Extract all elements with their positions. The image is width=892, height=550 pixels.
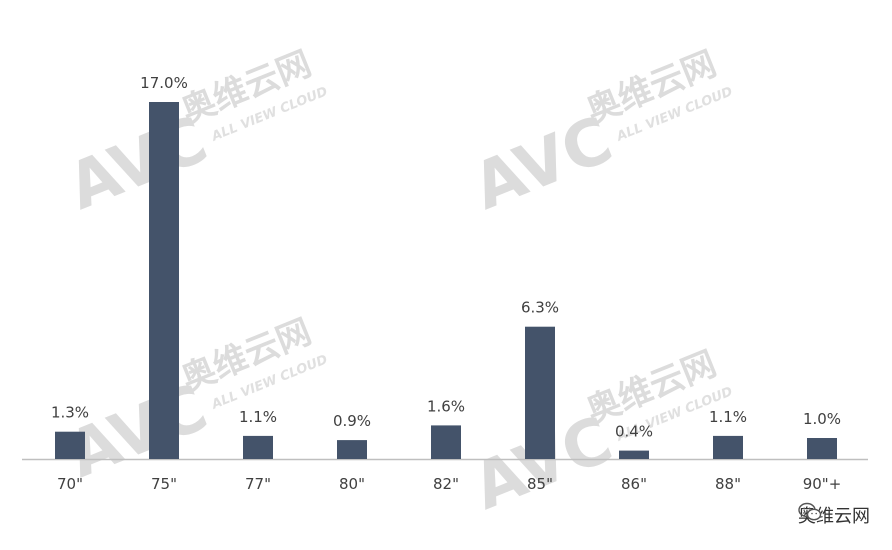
bar-3	[337, 440, 367, 459]
x-tick-label-1: 75"	[151, 475, 177, 493]
data-label-3: 0.9%	[333, 412, 371, 430]
x-tick-label-7: 88"	[715, 475, 741, 493]
data-label-6: 0.4%	[615, 423, 653, 441]
data-label-5: 6.3%	[521, 299, 559, 317]
x-tick-label-4: 82"	[433, 475, 459, 493]
bar-0	[55, 431, 85, 459]
data-label-2: 1.1%	[239, 408, 277, 426]
data-label-7: 1.1%	[709, 408, 747, 426]
bar-4	[431, 425, 461, 459]
x-tick-label-2: 77"	[245, 475, 271, 493]
data-labels-group: 1.3% 17.0% 1.1% 0.9% 1.6% 6.3% 0.4% 1.1% 1.0%	[51, 74, 841, 441]
data-label-1: 17.0%	[140, 74, 188, 92]
wechat-icon	[798, 502, 822, 521]
bar-6	[619, 450, 649, 459]
bar-2	[243, 435, 273, 459]
bars-group	[55, 102, 837, 459]
data-label-4: 1.6%	[427, 397, 465, 415]
x-tick-label-0: 70"	[57, 475, 83, 493]
bar-8	[807, 438, 837, 459]
data-label-8: 1.0%	[803, 410, 841, 428]
x-tick-label-6: 86"	[621, 475, 647, 493]
bar-5	[525, 326, 555, 459]
data-label-0: 1.3%	[51, 404, 89, 422]
bar-1	[149, 102, 179, 459]
x-tick-label-3: 80"	[339, 475, 365, 493]
x-tick-label-8: 90"+	[803, 475, 842, 493]
x-tick-label-5: 85"	[527, 475, 553, 493]
x-tick-labels-group: 70" 75" 77" 80" 82" 85" 86" 88" 90"+	[57, 475, 841, 493]
source-badge: 奥维云网	[798, 502, 870, 528]
bar-7	[713, 435, 743, 459]
